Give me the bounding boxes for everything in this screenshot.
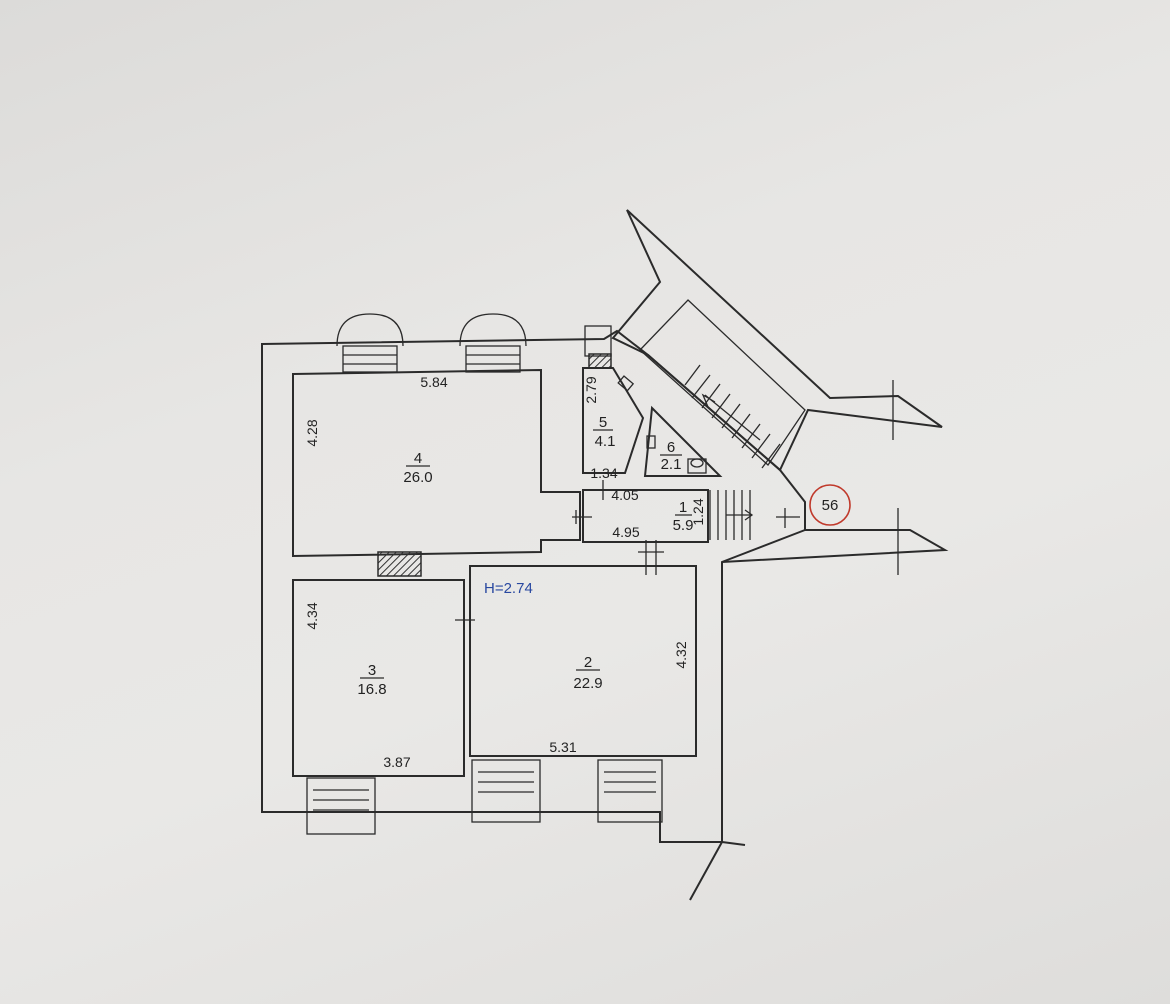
- toilet-icon: [687, 458, 707, 474]
- outdoor-path: [689, 529, 949, 901]
- dim-room4-width: 5.84: [420, 374, 447, 390]
- dim-room5-height: 2.79: [583, 376, 599, 403]
- room-2-label: 2 22.9: [573, 654, 602, 692]
- room-3-outline: [292, 579, 465, 777]
- room-6-outline: [643, 405, 723, 477]
- room-1-number: 1: [679, 499, 687, 516]
- room-4-label: 4 26.0: [403, 450, 432, 486]
- door-marks: [455, 480, 800, 628]
- window-bottom-2: [471, 759, 541, 823]
- vent-icon: [617, 375, 635, 392]
- room-5-area: 4.1: [595, 433, 616, 450]
- room-2-area: 22.9: [573, 675, 602, 692]
- room-6-number: 6: [667, 439, 675, 456]
- sink-icon: [646, 435, 656, 449]
- stair-flight: [684, 364, 781, 469]
- outdoor-wedge: [611, 209, 943, 472]
- room-1-label: 1 5.9: [673, 499, 694, 534]
- dim-room2-width: 5.31: [549, 739, 576, 755]
- dim-room3-height: 4.34: [304, 602, 320, 629]
- dim-corridor-a: 1.34: [590, 465, 617, 481]
- room-6-label: 6 2.1: [660, 439, 682, 473]
- dim-room2-height: 4.32: [673, 641, 689, 668]
- room-3-label: 3 16.8: [357, 662, 386, 698]
- wedge-inner: [639, 299, 806, 466]
- dim-corridor-d: 1.24: [690, 498, 706, 525]
- window-bottom-1: [306, 777, 376, 835]
- badge-number: 56: [822, 497, 839, 514]
- window-top-1: [336, 313, 404, 373]
- dim-room4-height: 4.28: [304, 419, 320, 446]
- ceiling-height-label: H=2.74: [484, 580, 533, 597]
- window-top-2: [459, 313, 527, 373]
- hatched-vent: [588, 353, 612, 369]
- room-3-number: 3: [368, 662, 376, 679]
- room-4-area: 26.0: [403, 469, 432, 486]
- entrance-stair: [709, 490, 754, 540]
- vent-box: [584, 325, 612, 357]
- hatched-chimney: [377, 551, 422, 577]
- room-1-area: 5.9: [673, 517, 694, 534]
- room-2-outline: [469, 565, 697, 757]
- room-3-area: 16.8: [357, 681, 386, 698]
- dim-corridor-b: 4.05: [611, 487, 638, 503]
- dim-room3-width: 3.87: [383, 754, 410, 770]
- outer-wall: [261, 329, 806, 843]
- address-badge: 56: [809, 484, 851, 526]
- room-4-number: 4: [414, 450, 422, 467]
- room-5-label: 5 4.1: [593, 414, 615, 450]
- room-4-outline: [292, 368, 581, 558]
- window-bottom-3: [597, 759, 663, 823]
- room-6-area: 2.1: [661, 456, 682, 473]
- room-5-number: 5: [599, 414, 607, 431]
- room-2-number: 2: [584, 654, 592, 671]
- dim-corridor-c: 4.95: [612, 524, 639, 540]
